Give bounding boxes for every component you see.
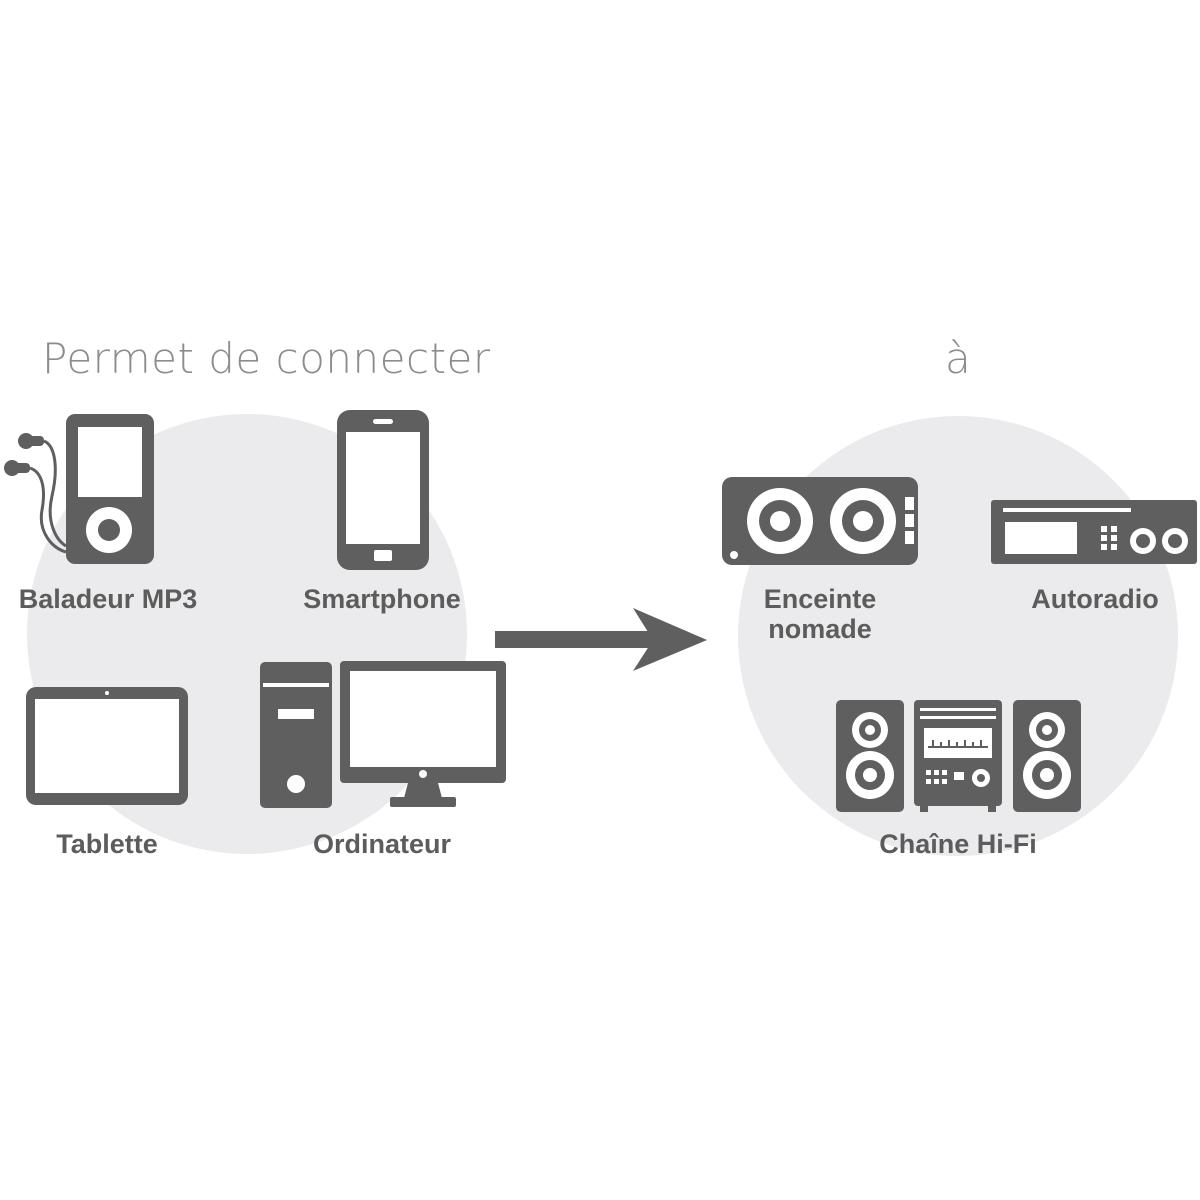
label-portable-speaker: Enceinte nomade <box>720 584 920 644</box>
mp3-player-icon <box>4 414 154 564</box>
label-portable-speaker-line2: nomade <box>768 614 872 644</box>
label-car-radio: Autoradio <box>1031 584 1159 614</box>
label-tablet: Tablette <box>56 829 158 859</box>
portable-speaker-icon <box>722 477 918 565</box>
car-radio-icon <box>991 500 1197 564</box>
smartphone-icon <box>337 410 429 570</box>
heading-left: Permet de connecter <box>42 334 491 383</box>
heading-right: à <box>945 334 972 383</box>
label-smartphone: Smartphone <box>303 584 461 614</box>
computer-icon <box>260 661 506 808</box>
label-computer: Ordinateur <box>312 829 452 859</box>
hifi-system-icon <box>836 700 1081 812</box>
tablet-icon <box>26 687 188 805</box>
label-mp3-player: Baladeur MP3 <box>18 584 198 614</box>
label-portable-speaker-line1: Enceinte <box>763 584 877 614</box>
label-hifi-system: Chaîne Hi-Fi <box>879 829 1037 859</box>
arrow-right-icon <box>495 608 707 671</box>
